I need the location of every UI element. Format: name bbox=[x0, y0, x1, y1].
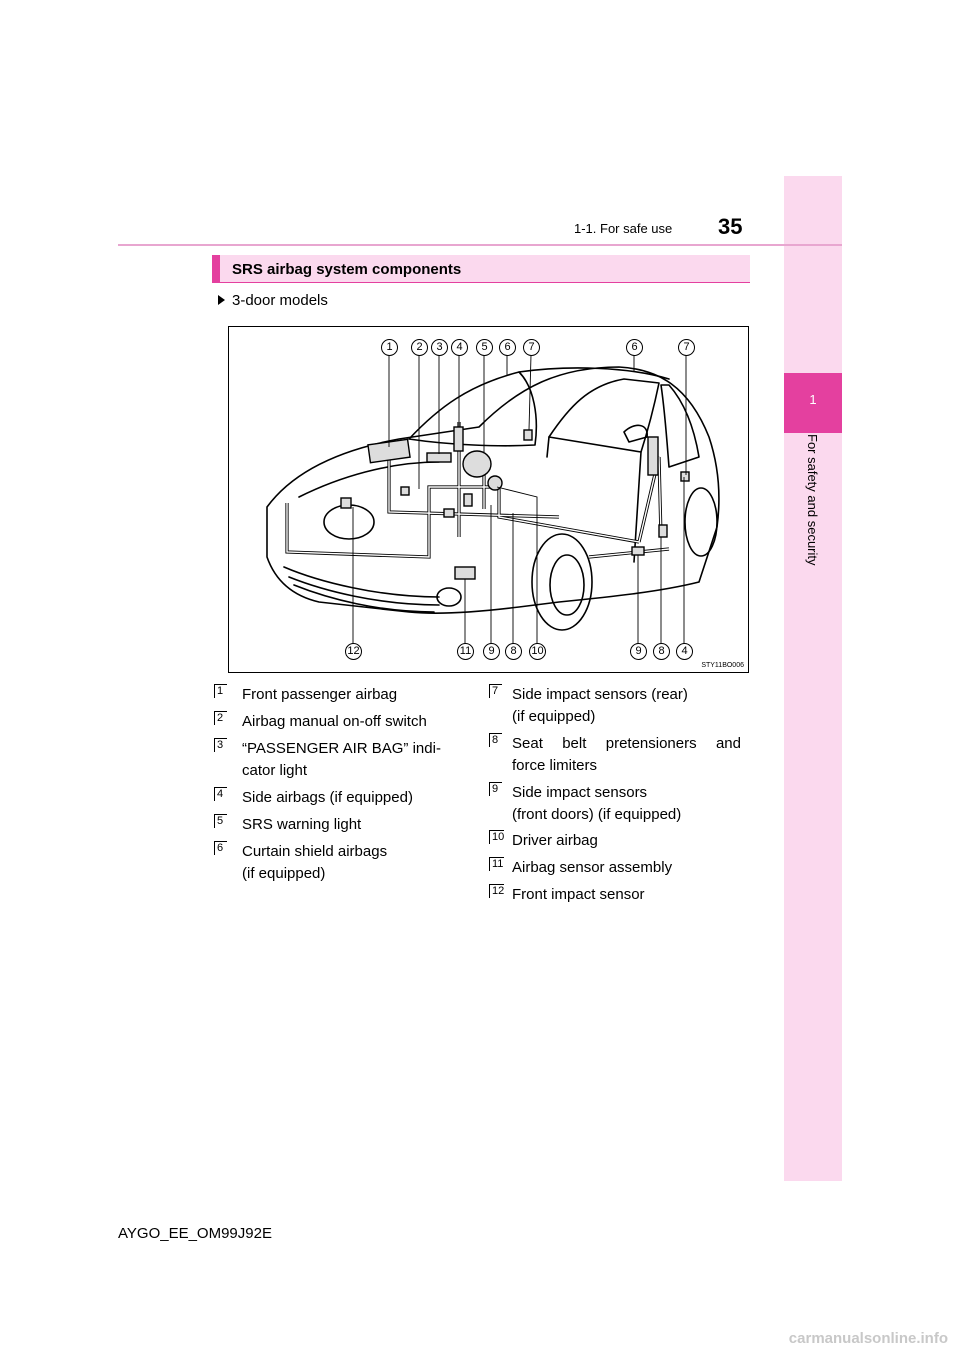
model-label: 3-door models bbox=[232, 292, 328, 309]
airbag-diagram: 1 2 3 4 5 6 7 6 7 12 11 9 8 10 9 8 4 STY… bbox=[228, 326, 749, 673]
watermark: carmanualsonline.info bbox=[788, 1330, 948, 1347]
legend-text: Front passenger airbag bbox=[242, 686, 398, 703]
legend-text: Seat belt pretensioners and bbox=[512, 735, 741, 752]
callout-top: 5 bbox=[476, 339, 493, 356]
legend-number: 12 bbox=[489, 884, 504, 898]
legend-text: Side airbags (if equipped) bbox=[242, 789, 413, 806]
legend-number: 2 bbox=[214, 711, 227, 725]
callout-bottom: 11 bbox=[457, 643, 474, 660]
legend-text: SRS warning light bbox=[242, 816, 362, 833]
car-illustration bbox=[266, 354, 720, 645]
model-label-row: 3-door models bbox=[218, 292, 328, 309]
side-tab-strip bbox=[784, 176, 842, 1181]
legend-text: Airbag sensor assembly bbox=[512, 859, 673, 876]
callout-bottom: 4 bbox=[676, 643, 693, 660]
legend-text: (if equipped) bbox=[242, 865, 326, 882]
callout-top: 6 bbox=[626, 339, 643, 356]
legend-number: 10 bbox=[489, 830, 504, 844]
callout-top: 4 bbox=[451, 339, 468, 356]
legend-text: Airbag manual on-off switch bbox=[242, 713, 427, 730]
callout-top: 3 bbox=[431, 339, 448, 356]
legend-number: 3 bbox=[214, 738, 227, 752]
legend-number: 8 bbox=[489, 733, 502, 747]
legend-text: force limiters bbox=[512, 757, 598, 774]
callout-bottom: 9 bbox=[483, 643, 500, 660]
callout-bottom: 8 bbox=[505, 643, 522, 660]
legend-number: 4 bbox=[214, 787, 227, 801]
legend-number: 5 bbox=[214, 814, 227, 828]
legend-text: cator light bbox=[242, 762, 308, 779]
legend-text: Curtain shield airbags bbox=[242, 843, 388, 860]
chapter-number: 1 bbox=[809, 392, 817, 407]
callout-bottom: 9 bbox=[630, 643, 647, 660]
callout-top: 6 bbox=[499, 339, 516, 356]
legend-text: Driver airbag bbox=[512, 832, 598, 849]
callout-top: 1 bbox=[381, 339, 398, 356]
legend-text: “PASSENGER AIR BAG” indi- bbox=[242, 740, 441, 757]
legend-text: Side impact sensors (rear) bbox=[512, 686, 688, 703]
triangle-bullet-icon bbox=[218, 295, 225, 305]
header-divider bbox=[118, 244, 842, 246]
document-code: AYGO_EE_OM99J92E bbox=[118, 1225, 272, 1242]
page-number: 35 bbox=[718, 214, 743, 239]
legend-text: (front doors) (if equipped) bbox=[512, 806, 682, 823]
legend-number: 9 bbox=[489, 782, 502, 796]
chapter-title-container: For safety and security bbox=[784, 434, 842, 634]
legend-text: (if equipped) bbox=[512, 708, 596, 725]
callout-top: 7 bbox=[678, 339, 695, 356]
box-title-bar: SRS airbag system components bbox=[212, 255, 750, 283]
legend-text: Side impact sensors bbox=[512, 784, 648, 801]
legend-number: 11 bbox=[489, 857, 504, 871]
callout-top: 2 bbox=[411, 339, 428, 356]
callout-bottom: 12 bbox=[345, 643, 362, 660]
chapter-title: For safety and security bbox=[805, 434, 820, 566]
callout-bottom: 8 bbox=[653, 643, 670, 660]
callout-top: 7 bbox=[523, 339, 540, 356]
box-title: SRS airbag system components bbox=[232, 261, 462, 278]
image-code: STY11BO006 bbox=[701, 662, 744, 669]
legend-number: 1 bbox=[214, 684, 227, 698]
section-title: 1-1. For safe use bbox=[574, 221, 673, 236]
callout-bottom: 10 bbox=[529, 643, 546, 660]
legend-number: 6 bbox=[214, 841, 227, 855]
legend-number: 7 bbox=[489, 684, 502, 698]
chapter-tab[interactable] bbox=[784, 373, 842, 433]
legend-text: Front impact sensor bbox=[512, 886, 645, 903]
